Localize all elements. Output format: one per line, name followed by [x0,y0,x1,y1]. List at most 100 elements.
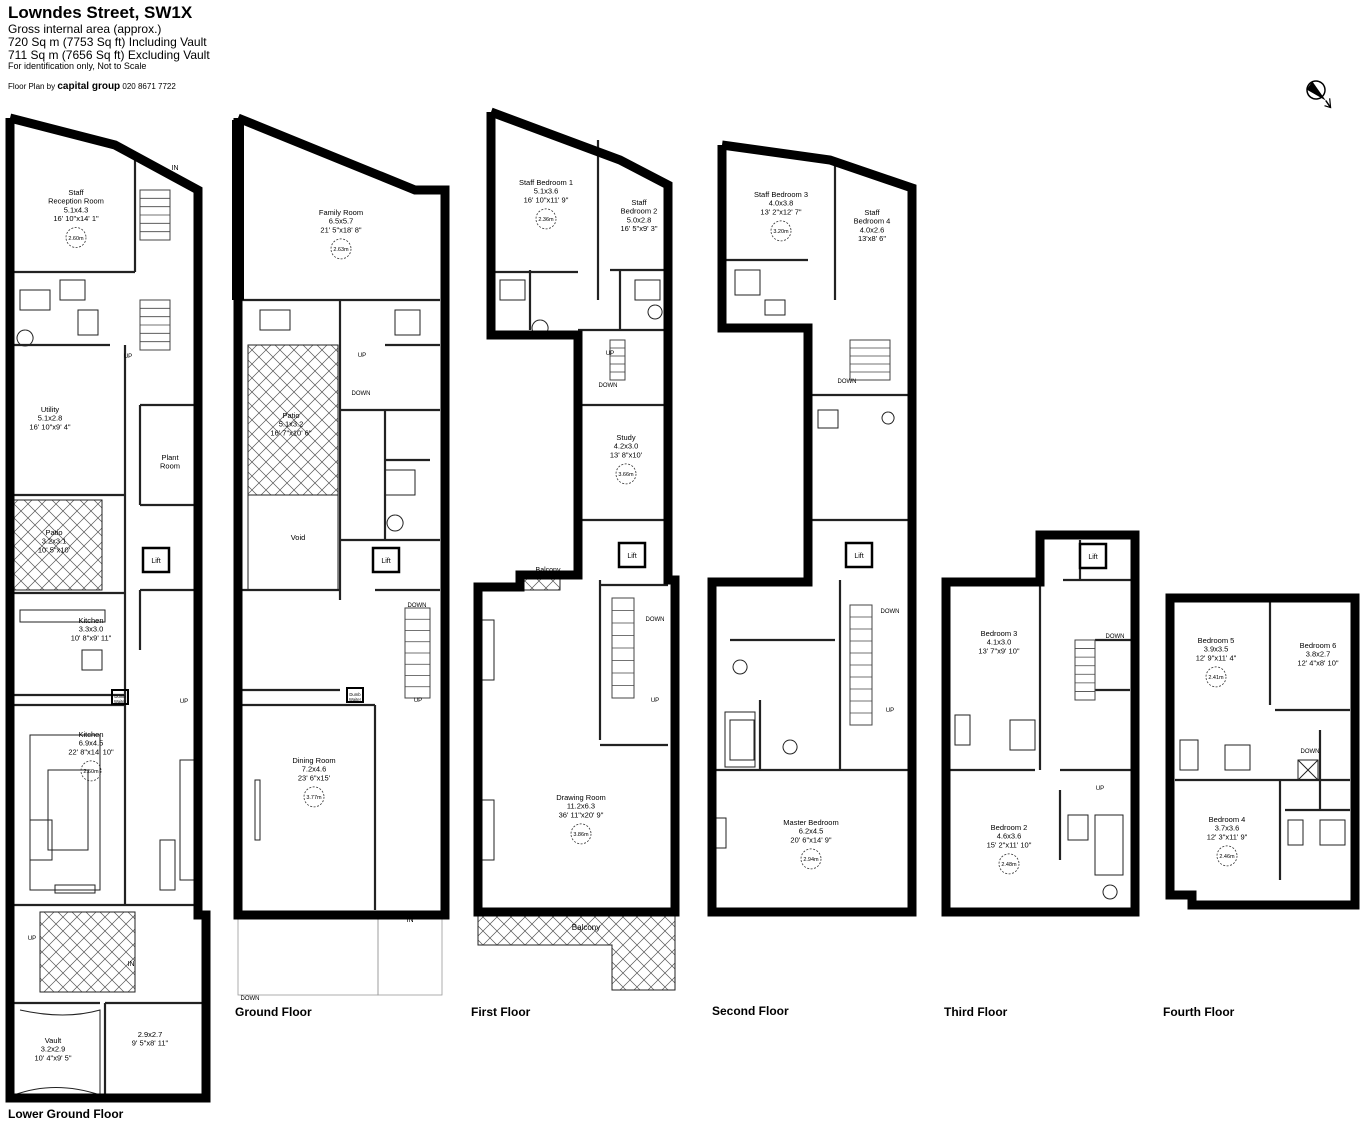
room-label-line: Staff Bedroom 1 [519,178,573,187]
credit-line: Floor Plan by capital group 020 8671 772… [8,81,210,92]
label-up: UP [414,698,422,704]
lift-shaft [141,546,171,574]
room-label-line: 3.2x2.9 [41,1045,66,1054]
room-label-line: Bedroom 4 [854,217,891,226]
room-label-line: 4.2x3.0 [614,442,639,451]
room-label-line: 4.6x3.6 [997,832,1022,841]
room-label-line: Bedroom 5 [1198,636,1235,645]
label-down: DOWN [1106,634,1125,640]
first-outer-wall [473,107,680,917]
ceiling-height-marker [770,220,792,242]
fixture-line [29,734,101,894]
credit-prefix: Floor Plan by [8,82,56,92]
label-down: DOWN [599,383,618,389]
fixture-line [954,714,1124,900]
fourth-outer-wall [1165,593,1360,910]
room-label-line: Bedroom 6 [1300,641,1337,650]
void-outline [247,494,339,591]
room-label-line: Kitchen [78,730,103,739]
label-down: DOWN [646,617,665,623]
dumb-waiter-label: Dumb [114,694,126,699]
lift-label: Lift [854,553,863,560]
ceiling-height-marker [330,238,352,260]
brand-logo: capital group [57,81,121,93]
room-label-line: 6.5x5.7 [329,217,354,226]
lift-shaft [371,546,401,574]
dumb-waiter-label: Waiter [114,699,127,704]
room-label-line: 13' 2"x12' 7" [760,207,801,216]
room-label-line: 16' 5"x9' 3" [621,224,658,233]
floor-label-lower-ground: Lower Ground Floor [8,1107,124,1121]
room-label-line: 36' 11"x20' 9" [559,810,604,819]
room-label-line: 15' 2"x11' 10" [987,840,1032,849]
label-up: UP [886,708,894,714]
inner-wall [491,140,668,747]
floor-label-fourth: Fourth Floor [1163,1005,1235,1019]
room-label-line: Staff [68,188,84,197]
fixture-line [254,779,261,841]
ceiling-height-drawing-room: 3.86m [573,832,589,838]
ceiling-height-kitchen-main: 2.60m [83,769,99,775]
ground-patio [247,344,339,496]
room-label-line: 20' 6"x14' 9" [790,835,831,844]
room-label-line: Study [616,433,635,442]
lift-shaft [617,541,647,569]
room-label-line: 16' 10"x11' 9" [524,195,569,204]
room-label-void: Void [291,533,306,542]
inner-wall [712,160,912,772]
room-label-line: 3.3x3.0 [79,625,104,634]
room-label-line: Utility [41,405,60,414]
ceiling-height-marker [570,823,592,845]
front-area [237,914,379,996]
room-label-line: 9' 5"x8' 11" [132,1039,169,1048]
label-up: UP [28,936,36,942]
plan-header: Lowndes Street, SW1X Gross internal area… [8,3,210,92]
entrance-label: IN [128,961,135,968]
room-label-line: Staff Bedroom 3 [754,190,808,199]
lower-ground-lightwell [39,911,136,993]
ceiling-height-dining-room: 3.77m [306,795,322,801]
label-down: DOWN [241,996,260,1002]
label-up: UP [124,354,132,360]
ceiling-height-marker [65,227,87,248]
inner-wall [10,1001,206,1098]
floor-label-first: First Floor [471,1005,531,1019]
fixture-line [159,759,199,891]
third-outer-wall [941,530,1140,917]
lower-ground-outer-wall [5,113,211,1103]
room-label-line: 5.0x2.8 [627,215,652,224]
fixture-line [1297,759,1319,781]
inner-wall [340,343,440,542]
ceiling-height-marker [1216,845,1238,867]
room-label-line: 6.9x4.5 [79,739,104,748]
floor-label-ground: Ground Floor [235,1005,312,1019]
room-label-line: Staff [631,198,647,207]
fixture-line [16,279,99,347]
room-label-line: 16' 7"x10' 6" [270,428,311,437]
dumb-waiter [346,687,364,703]
ceiling-height-staff-bed-1: 2.36m [538,217,554,223]
room-label-line: 11.2x6.3 [567,802,595,811]
ceiling-height-marker [303,786,325,808]
fixture-line [259,309,421,532]
room-label-line: Patio [282,411,299,420]
ceiling-height-marker [535,208,557,230]
label-down: DOWN [1301,749,1320,755]
room-label-line: 4.0x2.6 [860,225,885,234]
label-up: UP [1096,786,1104,792]
gia-label: Gross internal area (approx.) [8,21,162,36]
label-down: DOWN [352,391,371,397]
ceiling-height-family-room: 2.63m [333,247,349,253]
label-down: DOWN [408,603,427,609]
